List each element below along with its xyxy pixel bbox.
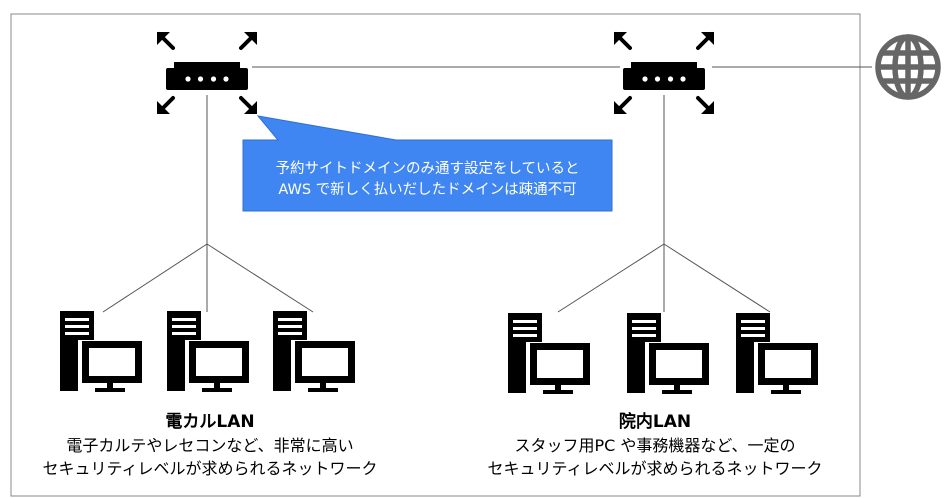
- diagram-frame: [10, 13, 861, 497]
- desktop-computer-icon: [167, 311, 249, 392]
- left-network-desc-2: セキュリティレベルが求められるネットワーク: [42, 459, 378, 478]
- desktop-computer-icon: [627, 313, 709, 394]
- right-branch-line: [557, 243, 665, 313]
- callout-line-1: 予約サイトドメインのみ通す設定をしていると: [275, 161, 580, 177]
- left-branch-line: [206, 243, 314, 313]
- left-network-title: 電カルLAN: [165, 412, 255, 432]
- callout-box: [242, 115, 613, 212]
- callout-text: 予約サイトドメインのみ通す設定をしていると AWS で新しく払いだしたドメインは…: [243, 150, 612, 210]
- left-branch-line: [102, 243, 208, 313]
- right-network-label: 院内LAN スタッフ用PC や事務機器など、一定の セキュリティレベルが求められ…: [450, 411, 860, 480]
- callout-line-2: AWS で新しく払いだしたドメインは疎通不可: [278, 182, 577, 198]
- left-network-desc-1: 電子カルテやレセコンなど、非常に高い: [66, 436, 354, 455]
- right-network-desc-1: スタッフ用PC や事務機器など、一定の: [514, 436, 796, 455]
- right-network-title: 院内LAN: [618, 412, 692, 432]
- desktop-computer-icon: [508, 313, 590, 394]
- left-network-label: 電カルLAN 電子カルテやレセコンなど、非常に高い セキュリティレベルが求められ…: [0, 411, 420, 480]
- globe-icon: [875, 34, 941, 100]
- connection-lines: [102, 66, 872, 313]
- desktop-computer-icon: [736, 313, 818, 394]
- right-branch-line: [663, 243, 771, 313]
- desktop-computer-icon: [60, 311, 142, 392]
- desktop-computer-icon: [273, 311, 355, 392]
- right-network-desc-2: セキュリティレベルが求められるネットワーク: [487, 459, 823, 478]
